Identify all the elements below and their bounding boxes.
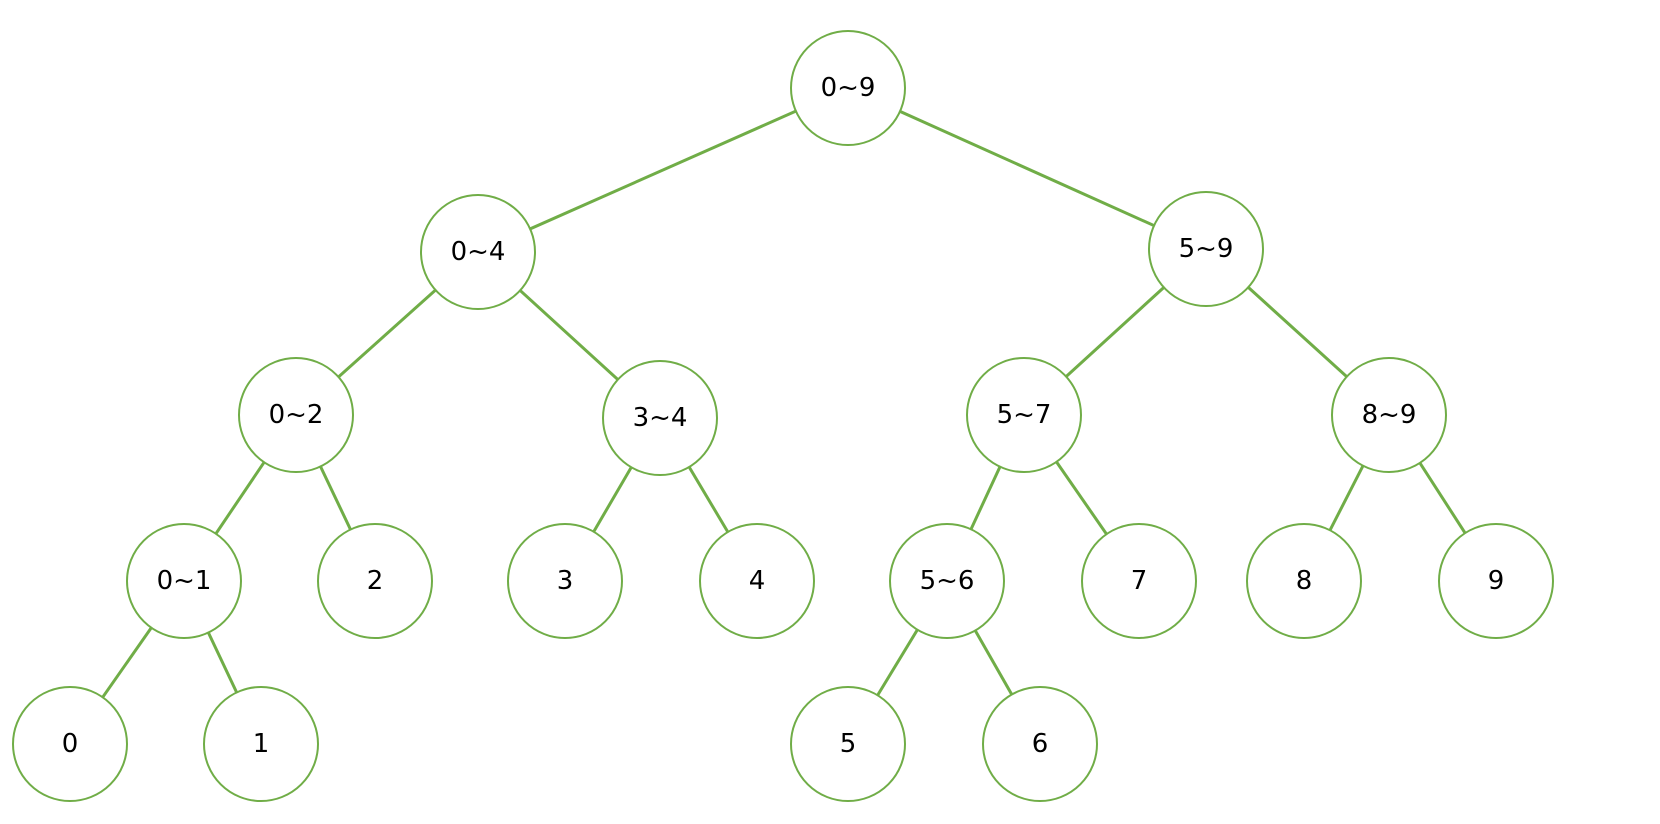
tree-node-n3-4: 3~4 [602, 360, 718, 476]
node-label: 5~7 [997, 400, 1052, 430]
node-label: 2 [367, 566, 384, 596]
node-circle [126, 523, 242, 639]
node-circle [602, 360, 718, 476]
node-circle [966, 357, 1082, 473]
node-circle [1246, 523, 1362, 639]
tree-node-n4: 4 [699, 523, 815, 639]
node-label: 5 [840, 729, 857, 759]
node-circle [1081, 523, 1197, 639]
node-label: 8~9 [1362, 400, 1417, 430]
node-circle [203, 686, 319, 802]
node-circle [238, 357, 354, 473]
node-circle [982, 686, 1098, 802]
tree-node-n0-4: 0~4 [420, 194, 536, 310]
tree-node-n8: 8 [1246, 523, 1362, 639]
node-circle [1438, 523, 1554, 639]
tree-node-n5-6: 5~6 [889, 523, 1005, 639]
edge-n0-9-to-n5-9 [847, 86, 1207, 251]
node-label: 5~9 [1179, 234, 1234, 264]
node-circle [420, 194, 536, 310]
node-label: 0~4 [451, 237, 506, 267]
tree-node-n5: 5 [790, 686, 906, 802]
node-label: 7 [1131, 566, 1148, 596]
node-circle [1331, 357, 1447, 473]
tree-node-n5-9: 5~9 [1148, 191, 1264, 307]
tree-node-n6: 6 [982, 686, 1098, 802]
node-label: 9 [1488, 566, 1505, 596]
tree-node-n3: 3 [507, 523, 623, 639]
node-circle [507, 523, 623, 639]
tree-node-n0-1: 0~1 [126, 523, 242, 639]
node-label: 8 [1296, 566, 1313, 596]
node-label: 1 [253, 729, 270, 759]
tree-node-n5-7: 5~7 [966, 357, 1082, 473]
tree-node-n9: 9 [1438, 523, 1554, 639]
node-label: 6 [1032, 729, 1049, 759]
node-circle [790, 686, 906, 802]
tree-node-n1: 1 [203, 686, 319, 802]
node-circle [1148, 191, 1264, 307]
tree-node-n2: 2 [317, 523, 433, 639]
tree-nodes: 0~9 0~4 5~9 0~2 3~4 5~7 8~9 0~1 2 3 4 5~6 7 8 9 0 1 5 6 [12, 30, 1554, 802]
node-label: 4 [749, 566, 766, 596]
node-label: 3~4 [633, 403, 688, 433]
tree-node-n8-9: 8~9 [1331, 357, 1447, 473]
node-label: 0~1 [157, 566, 212, 596]
node-label: 0~2 [269, 400, 324, 430]
node-circle [317, 523, 433, 639]
node-label: 0 [62, 729, 79, 759]
node-label: 5~6 [920, 566, 975, 596]
edge-n0-9-to-n0-4 [477, 86, 849, 254]
tree-node-n0-9: 0~9 [790, 30, 906, 146]
tree-node-n0-2: 0~2 [238, 357, 354, 473]
tree-node-n7: 7 [1081, 523, 1197, 639]
node-label: 0~9 [821, 73, 876, 103]
node-circle [699, 523, 815, 639]
node-circle [12, 686, 128, 802]
node-circle [889, 523, 1005, 639]
node-label: 3 [557, 566, 574, 596]
tree-node-n0: 0 [12, 686, 128, 802]
node-circle [790, 30, 906, 146]
